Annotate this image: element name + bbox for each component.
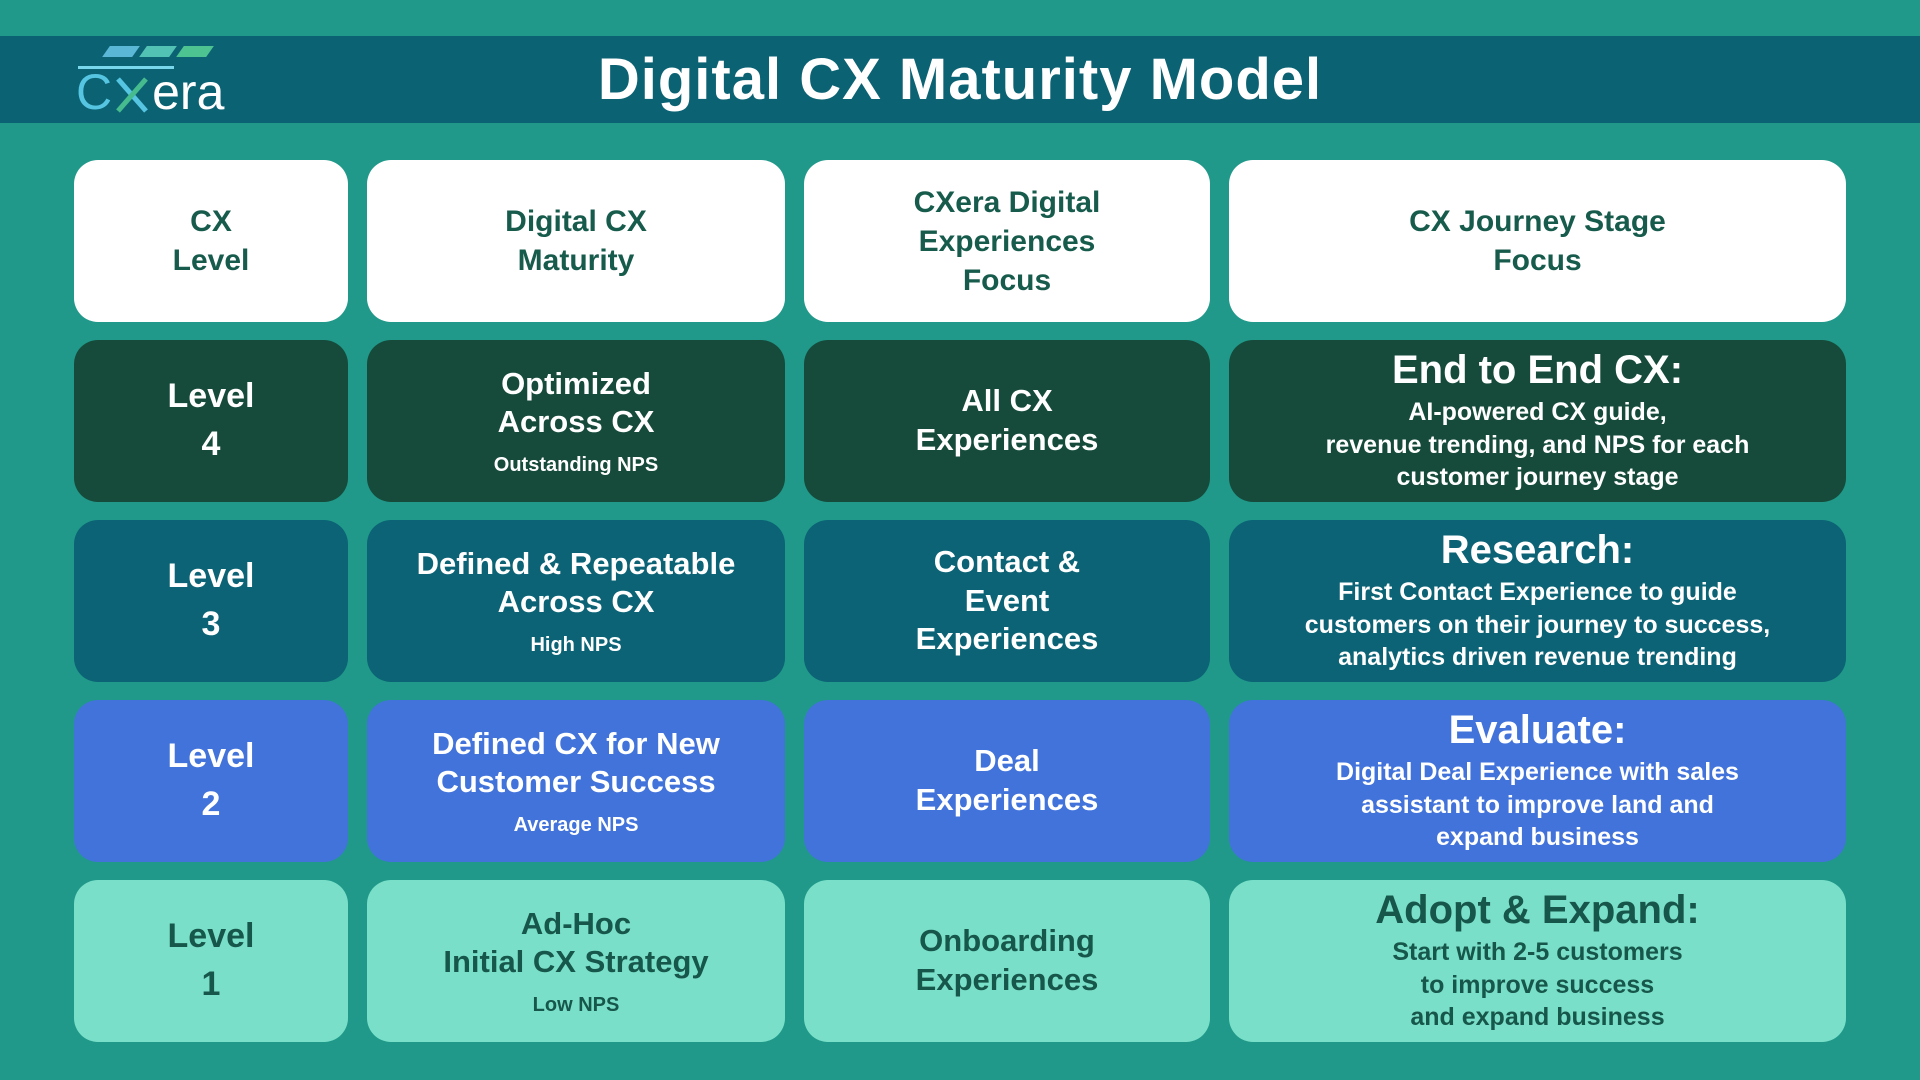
level-2-journey-cell: Evaluate: Digital Deal Experience with s… (1229, 700, 1846, 862)
column-header-cxera-digital-experiences-focus: CXera Digital Experiences Focus (804, 160, 1210, 322)
level-4-maturity-cell: Optimized Across CX Outstanding NPS (367, 340, 785, 502)
level-4-journey-title: End to End CX: (1391, 348, 1684, 393)
logo-stripe-3 (176, 46, 214, 57)
level-3-journey-body: First Contact Experience to guide custom… (1304, 578, 1771, 672)
logo-x-icon (116, 77, 148, 113)
header-band: Digital CX Maturity Model C era (0, 36, 1920, 123)
logo-stripe-1 (102, 46, 140, 57)
logo-letters-era: era (152, 64, 225, 120)
level-2-maturity-cell: Defined CX for New Customer Success Aver… (367, 700, 785, 862)
level-1-journey-title: Adopt & Expand: (1375, 888, 1700, 933)
level-1-maturity-text: Ad-Hoc Initial CX Strategy (443, 906, 709, 979)
level-4-nps-label: Outstanding NPS (493, 453, 659, 476)
level-3-experiences-cell: Contact & Event Experiences (804, 520, 1210, 682)
level-4-journey-body: AI-powered CX guide, revenue trending, a… (1325, 398, 1750, 492)
column-header-cx-journey-stage-focus: CX Journey Stage Focus (1229, 160, 1846, 322)
level-3-journey-cell: Research: First Contact Experience to gu… (1229, 520, 1846, 682)
logo-overline (78, 66, 174, 69)
level-2-experiences-cell: Deal Experiences (804, 700, 1210, 862)
page-title: Digital CX Maturity Model (597, 47, 1323, 112)
cxera-logo: C era (76, 42, 306, 120)
level-1-journey-cell: Adopt & Expand: Start with 2-5 customers… (1229, 880, 1846, 1042)
logo-wordmark: C era (76, 64, 224, 120)
level-1-experiences-cell: Onboarding Experiences (804, 880, 1210, 1042)
logo-stripe-2 (139, 46, 177, 57)
level-4-journey-cell: End to End CX: AI-powered CX guide, reve… (1229, 340, 1846, 502)
level-2-cell: Level 2 (74, 700, 348, 862)
level-4-experiences-cell: All CX Experiences (804, 340, 1210, 502)
level-1-nps-label: Low NPS (532, 993, 620, 1016)
logo-stripes-icon (102, 46, 214, 57)
level-3-maturity-cell: Defined & Repeatable Across CX High NPS (367, 520, 785, 682)
level-3-maturity-text: Defined & Repeatable Across CX (416, 546, 736, 619)
level-2-nps-label: Average NPS (513, 813, 639, 836)
column-header-digital-cx-maturity: Digital CX Maturity (367, 160, 785, 322)
logo-letter-c: C (76, 64, 113, 120)
column-header-cx-level: CX Level (74, 160, 348, 322)
level-3-cell: Level 3 (74, 520, 348, 682)
level-2-journey-body: Digital Deal Experience with sales assis… (1336, 758, 1739, 852)
level-1-cell: Level 1 (74, 880, 348, 1042)
level-4-maturity-text: Optimized Across CX (497, 366, 655, 439)
level-1-maturity-cell: Ad-Hoc Initial CX Strategy Low NPS (367, 880, 785, 1042)
level-3-nps-label: High NPS (530, 633, 622, 656)
level-4-cell: Level 4 (74, 340, 348, 502)
level-2-journey-title: Evaluate: (1448, 708, 1627, 753)
maturity-table: CX Level Digital CX Maturity CXera Digit… (74, 160, 1846, 1042)
level-2-maturity-text: Defined CX for New Customer Success (432, 726, 720, 799)
level-3-journey-title: Research: (1440, 528, 1635, 573)
level-1-journey-body: Start with 2-5 customers to improve succ… (1392, 938, 1683, 1032)
